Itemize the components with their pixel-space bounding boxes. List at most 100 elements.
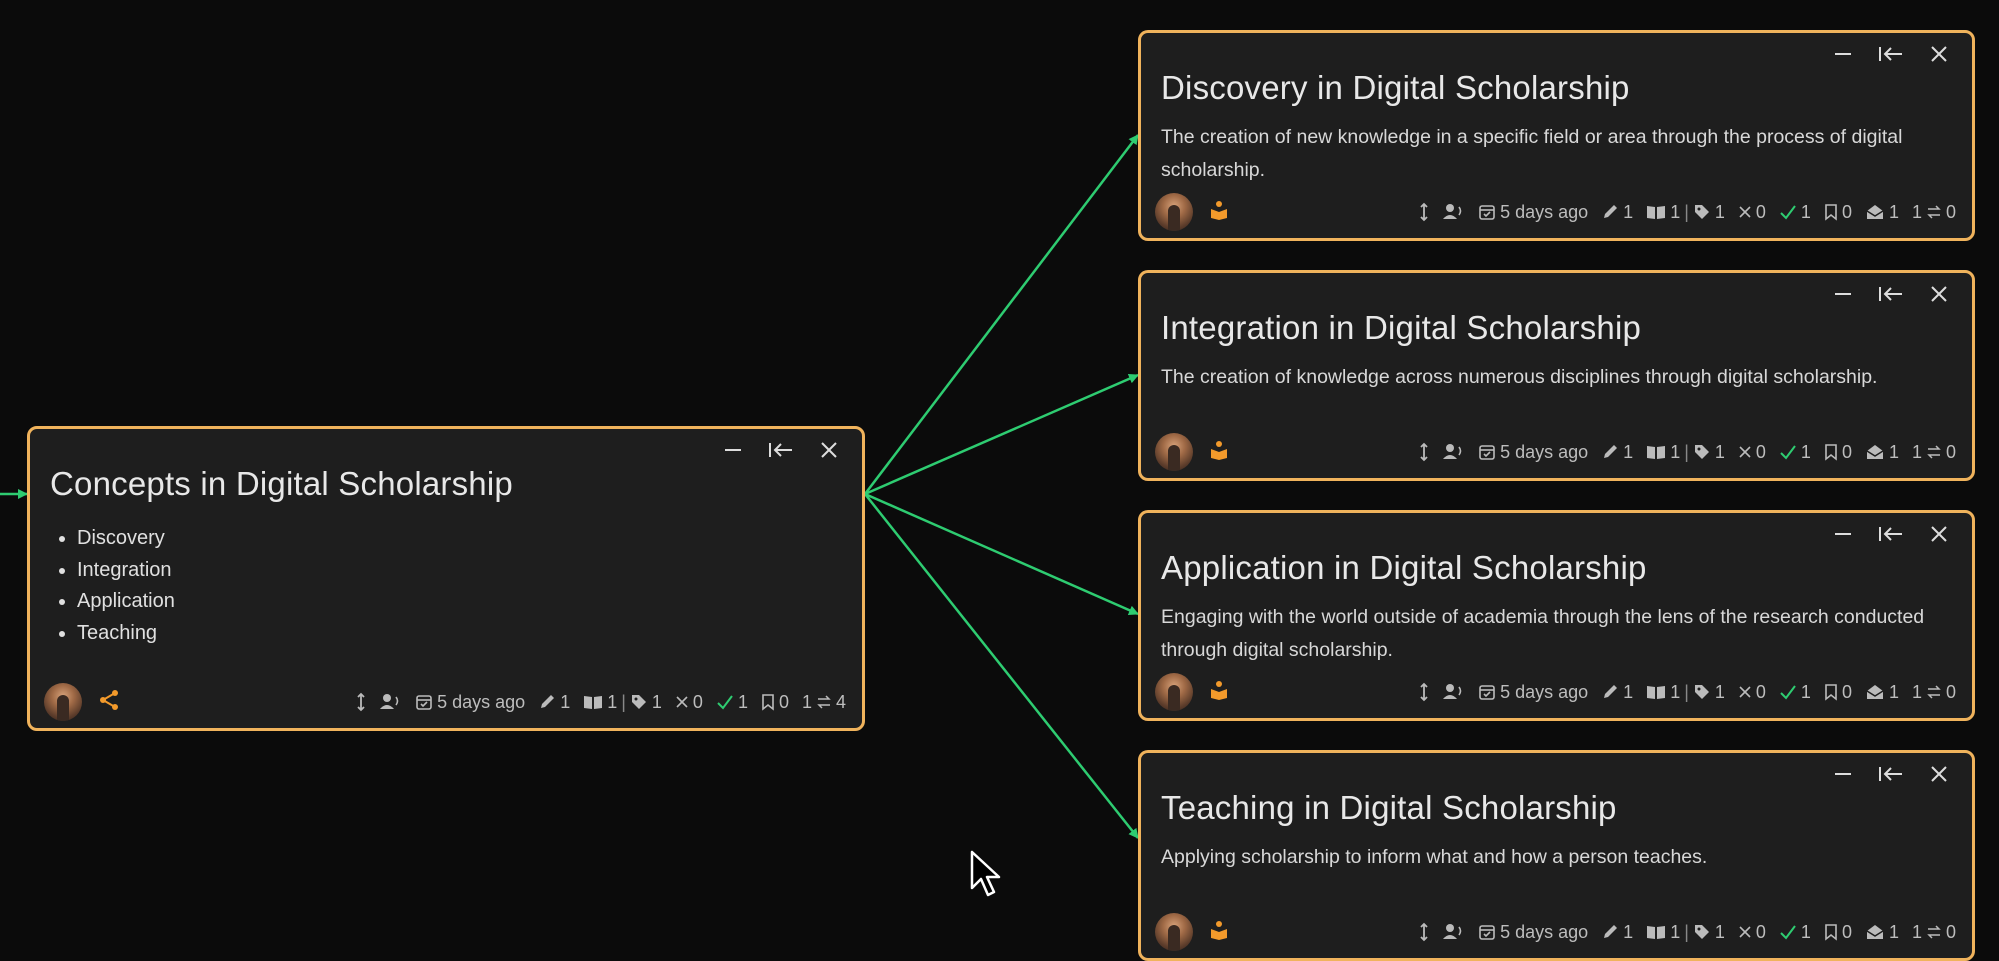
reorder-icon[interactable]	[1418, 682, 1430, 702]
avatar[interactable]	[1155, 433, 1193, 471]
minimize-icon[interactable]	[1830, 281, 1856, 307]
reorder-icon[interactable]	[1418, 202, 1430, 222]
child-node-card[interactable]: Teaching in Digital Scholarship Applying…	[1138, 750, 1975, 961]
bookmarks-count[interactable]: 0	[1824, 922, 1852, 943]
check-icon	[1780, 445, 1796, 460]
minimize-icon[interactable]	[1830, 521, 1856, 547]
inbox-count[interactable]: 1	[1865, 202, 1899, 223]
edits-count[interactable]: 1	[1601, 922, 1633, 943]
avatar[interactable]	[1155, 673, 1193, 711]
accepted-count[interactable]: 1	[716, 692, 748, 713]
envelope-icon	[1866, 925, 1884, 939]
rejected-count[interactable]: 0	[1738, 922, 1766, 943]
bullet-list: Discovery Integration Application Teachi…	[50, 523, 175, 649]
minimize-icon[interactable]	[1830, 41, 1856, 67]
minimize-icon[interactable]	[720, 437, 746, 463]
check-icon	[1780, 205, 1796, 220]
collapse-left-icon[interactable]	[1878, 761, 1904, 787]
bookmarks-count[interactable]: 0	[1824, 202, 1852, 223]
links-out-value: 0	[1945, 201, 1956, 222]
bookmarks-count[interactable]: 0	[1824, 682, 1852, 703]
accepted-count[interactable]: 1	[1779, 202, 1811, 223]
reader-icon[interactable]	[1209, 920, 1229, 945]
list-item: Application	[77, 586, 175, 618]
bookmark-icon	[1825, 444, 1837, 461]
inbox-count[interactable]: 1	[1865, 922, 1899, 943]
edits-count[interactable]: 1	[1601, 202, 1633, 223]
sources-tags-count[interactable]: 1|1	[1646, 442, 1725, 463]
avatar[interactable]	[1155, 193, 1193, 231]
bookmarks-count[interactable]: 0	[761, 692, 789, 713]
accepted-count[interactable]: 1	[1779, 682, 1811, 703]
bookmarks-value: 0	[778, 691, 789, 712]
pencil-icon	[1604, 925, 1618, 938]
collapse-left-icon[interactable]	[768, 437, 794, 463]
close-icon[interactable]	[1926, 521, 1952, 547]
inbox-value: 1	[1888, 921, 1899, 942]
voice-user-icon[interactable]	[380, 692, 402, 712]
accepted-count[interactable]: 1	[1779, 922, 1811, 943]
edits-count[interactable]: 1	[1601, 682, 1633, 703]
close-icon[interactable]	[1926, 41, 1952, 67]
bookmarks-count[interactable]: 0	[1824, 442, 1852, 463]
tag-icon	[1694, 925, 1709, 939]
collapse-left-icon[interactable]	[1878, 281, 1904, 307]
child-node-card[interactable]: Discovery in Digital Scholarship The cre…	[1138, 30, 1975, 241]
date-text: 5 days ago	[1500, 921, 1589, 942]
rejected-count[interactable]: 0	[1738, 202, 1766, 223]
avatar[interactable]	[1155, 913, 1193, 951]
tags-value: 1	[1714, 201, 1725, 222]
rejected-count[interactable]: 0	[675, 692, 703, 713]
edits-value: 1	[560, 691, 571, 712]
collapse-left-icon[interactable]	[1878, 521, 1904, 547]
reorder-icon[interactable]	[1418, 442, 1430, 462]
sources-tags-count[interactable]: 1|1	[1646, 202, 1725, 223]
tags-value: 1	[1714, 681, 1725, 702]
avatar[interactable]	[44, 683, 82, 721]
rejected-value: 0	[692, 691, 703, 712]
sources-tags-count[interactable]: 1|1	[583, 692, 662, 713]
link-teaching	[864, 493, 1139, 839]
rejected-count[interactable]: 0	[1738, 442, 1766, 463]
close-icon[interactable]	[1926, 761, 1952, 787]
root-node-card[interactable]: Concepts in Digital Scholarship Discover…	[27, 426, 865, 731]
reader-icon[interactable]	[1209, 440, 1229, 465]
tag-icon	[1694, 205, 1709, 219]
reorder-icon[interactable]	[355, 692, 367, 712]
close-icon[interactable]	[816, 437, 842, 463]
link-arrows-icon	[1927, 925, 1941, 939]
share-icon[interactable]	[98, 689, 120, 716]
collapse-left-icon[interactable]	[1878, 41, 1904, 67]
sources-tags-count[interactable]: 1|1	[1646, 682, 1725, 703]
edits-count[interactable]: 1	[538, 692, 570, 713]
sources-tags-count[interactable]: 1|1	[1646, 922, 1725, 943]
bookmark-icon	[1825, 924, 1837, 941]
edits-count[interactable]: 1	[1601, 442, 1633, 463]
voice-user-icon[interactable]	[1443, 682, 1465, 702]
card-controls	[1830, 521, 1952, 547]
inbox-count[interactable]: 1	[1865, 682, 1899, 703]
accepted-count[interactable]: 1	[1779, 442, 1811, 463]
edits-value: 1	[1623, 201, 1634, 222]
voice-user-icon[interactable]	[1443, 202, 1465, 222]
close-icon[interactable]	[1926, 281, 1952, 307]
rejected-count[interactable]: 0	[1738, 682, 1766, 703]
reader-icon[interactable]	[1209, 680, 1229, 705]
child-node-card[interactable]: Application in Digital Scholarship Engag…	[1138, 510, 1975, 721]
voice-user-icon[interactable]	[1443, 922, 1465, 942]
child-node-card[interactable]: Integration in Digital Scholarship The c…	[1138, 270, 1975, 481]
minimize-icon[interactable]	[1830, 761, 1856, 787]
reader-icon[interactable]	[1209, 200, 1229, 225]
reorder-icon[interactable]	[1418, 922, 1430, 942]
inbox-count[interactable]: 1	[1865, 442, 1899, 463]
date-text: 5 days ago	[1500, 681, 1589, 702]
x-icon	[1739, 926, 1751, 938]
node-description: Applying scholarship to inform what and …	[1161, 846, 1708, 868]
voice-user-icon[interactable]	[1443, 442, 1465, 462]
node-title: Discovery in Digital Scholarship	[1161, 69, 1630, 106]
